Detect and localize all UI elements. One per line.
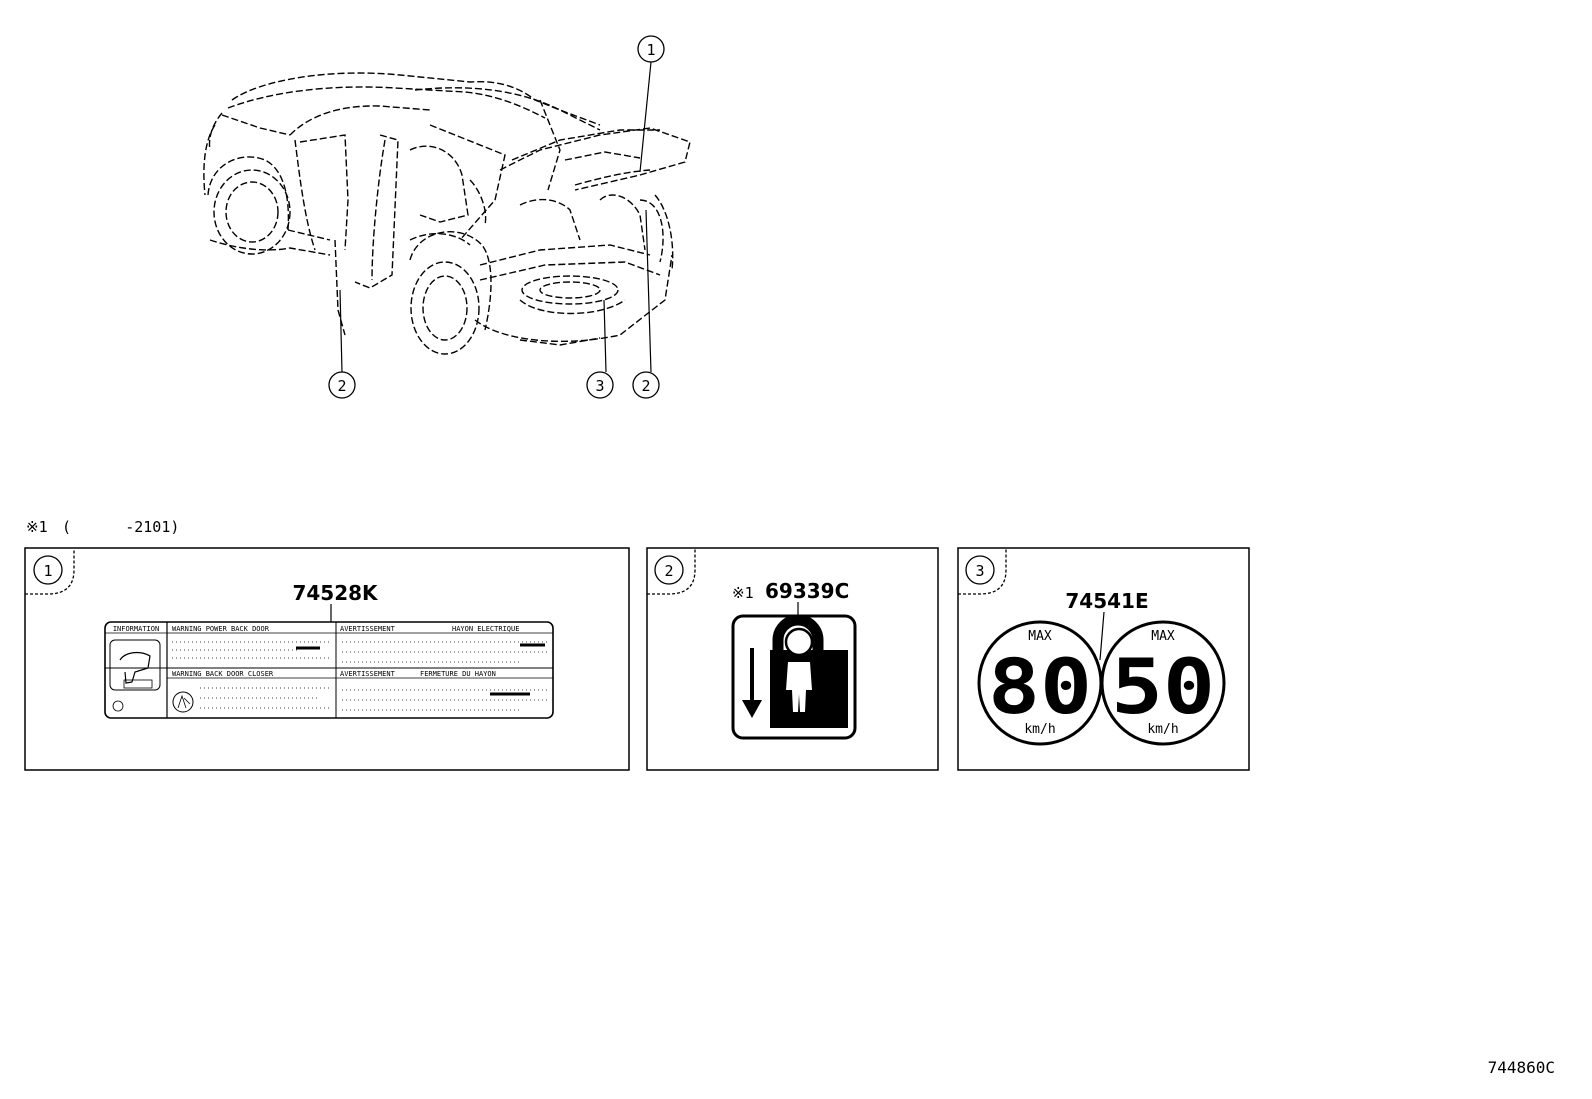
callout-3: 3	[586, 371, 614, 399]
label-warn-power-text: WARNING POWER BACK DOOR	[172, 625, 270, 633]
panel-2-part-no: 69339C	[765, 579, 849, 603]
vehicle-illustration	[203, 72, 691, 355]
svg-text:2: 2	[337, 377, 346, 395]
panel-1-part-no: 74528K	[292, 581, 379, 605]
speed-sign-80: MAX 80 km/h	[977, 620, 1103, 746]
panel-3-number: 3	[975, 562, 984, 580]
figure-id: 744860C	[1488, 1058, 1555, 1077]
callout-2-right: 2	[632, 371, 660, 399]
note-mark: ※1	[26, 518, 48, 536]
note-range: ( -2101)	[62, 518, 179, 536]
label-warn-closer-text: WARNING BACK DOOR CLOSER	[172, 670, 274, 678]
svg-text:1: 1	[646, 41, 655, 59]
sign-80-speed: 80	[988, 642, 1092, 731]
panel-2: 2 ※1 69339C	[646, 547, 939, 771]
panel-1: 1 74528K INFORMATION WARNING POWER BACK …	[24, 547, 630, 771]
panel-2-note-mark: ※1	[732, 584, 754, 602]
panel-3-part-no: 74541E	[1065, 589, 1148, 613]
panel-1-number: 1	[43, 562, 52, 580]
child-lock-icon	[731, 614, 857, 740]
speed-sign-50: MAX 50 km/h	[1100, 620, 1226, 746]
warning-label: INFORMATION WARNING POWER BACK DOOR AVER…	[104, 621, 554, 719]
panel-3: 3 74541E MAX 80 km/h MAX 50 km/h	[957, 547, 1250, 771]
pinch-warning-icon	[172, 691, 194, 713]
hand-button-icon	[109, 639, 161, 691]
svg-text:2: 2	[641, 377, 650, 395]
callout-1: 1	[637, 35, 665, 63]
label-hayon-text: HAYON ELECTRIQUE	[452, 625, 519, 633]
svg-text:3: 3	[595, 377, 604, 395]
label-avert-2-text: AVERTISSEMENT	[340, 670, 396, 678]
callout-2-left: 2	[328, 371, 356, 399]
leader-lines	[339, 61, 652, 373]
label-information-text: INFORMATION	[113, 625, 159, 633]
sign-80-max: MAX	[1028, 629, 1052, 644]
sign-80-unit: km/h	[1024, 722, 1055, 737]
sign-50-unit: km/h	[1147, 722, 1178, 737]
sign-50-max: MAX	[1151, 629, 1175, 644]
label-fermeture-text: FERMETURE DU HAYON	[420, 670, 496, 678]
label-avert-1-text: AVERTISSEMENT	[340, 625, 396, 633]
panel-2-number: 2	[664, 562, 673, 580]
sign-50-speed: 50	[1111, 642, 1215, 731]
